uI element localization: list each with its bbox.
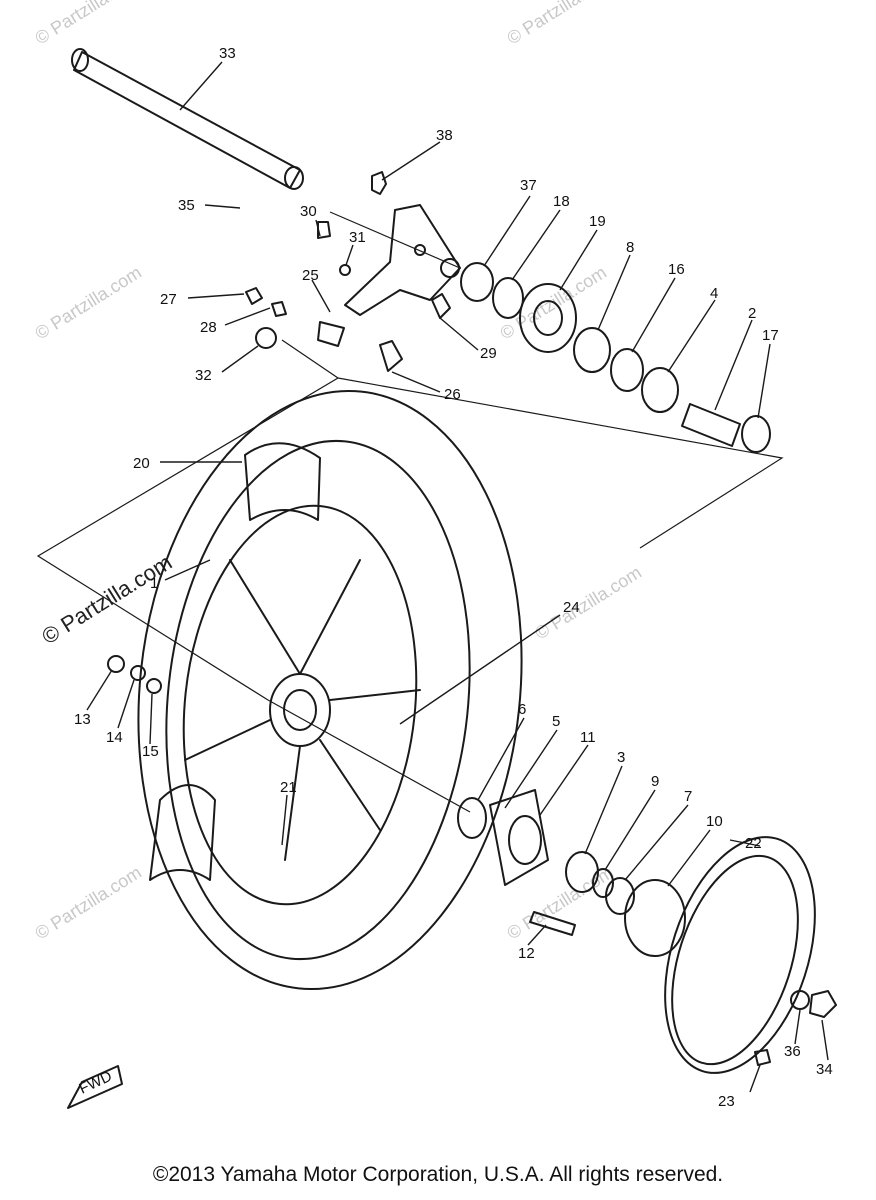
callout-19: 19 xyxy=(589,213,606,230)
axle xyxy=(71,48,304,190)
callout-34: 34 xyxy=(816,1061,833,1078)
copyright-footer: ©2013 Yamaha Motor Corporation, U.S.A. A… xyxy=(152,1163,724,1186)
bearing-stack-upper xyxy=(460,262,771,453)
callout-3: 3 xyxy=(617,749,625,766)
caliper-bracket xyxy=(245,171,461,372)
hub-nuts-left xyxy=(107,655,162,694)
callout-7: 7 xyxy=(684,788,692,805)
callout-9: 9 xyxy=(651,773,659,790)
fwd-arrow: FWD xyxy=(67,1065,123,1109)
callout-10: 10 xyxy=(706,813,723,830)
callout-22: 22 xyxy=(745,835,762,852)
callout-25: 25 xyxy=(302,267,319,284)
assembly-lines xyxy=(36,211,784,813)
callout-23: 23 xyxy=(718,1093,735,1110)
callout-26: 26 xyxy=(444,386,461,403)
callout-11: 11 xyxy=(580,729,596,746)
callout-33: 33 xyxy=(219,45,236,62)
watermarks: © Partzilla.com © Partzilla.com © Partzi… xyxy=(32,0,645,943)
callout-16: 16 xyxy=(668,261,685,278)
callout-2: 2 xyxy=(748,305,756,322)
callout-27: 27 xyxy=(160,291,177,308)
callout-35: 35 xyxy=(178,197,195,214)
callout-8: 8 xyxy=(626,239,634,256)
watermark: © Partzilla.com xyxy=(32,262,145,343)
callout-18: 18 xyxy=(553,193,570,210)
watermark: © Partzilla.com xyxy=(32,0,145,48)
callout-6: 6 xyxy=(518,701,526,718)
watermark: © Partzilla.com xyxy=(504,0,617,48)
callout-14: 14 xyxy=(106,729,123,746)
callout-4: 4 xyxy=(710,285,718,302)
callout-labels: 33 38 35 30 31 37 18 19 8 16 4 2 17 27 2… xyxy=(74,45,833,1110)
callout-12: 12 xyxy=(518,945,535,962)
callout-13: 13 xyxy=(74,711,91,728)
callout-24: 24 xyxy=(563,599,580,616)
callout-31: 31 xyxy=(349,229,366,246)
callout-21: 21 xyxy=(280,779,297,796)
watermark: © Partzilla.com xyxy=(532,562,645,643)
callout-37: 37 xyxy=(520,177,537,194)
callout-17: 17 xyxy=(762,327,779,344)
callout-29: 29 xyxy=(480,345,497,362)
callout-15: 15 xyxy=(142,743,159,760)
callout-20: 20 xyxy=(133,455,150,472)
callout-28: 28 xyxy=(200,319,217,336)
wheel xyxy=(137,389,523,991)
callout-1: 1 xyxy=(150,575,158,592)
watermark: © Partzilla.com xyxy=(32,862,145,943)
callout-38: 38 xyxy=(436,127,453,144)
callout-30: 30 xyxy=(300,203,317,220)
fwd-label: FWD xyxy=(77,1068,115,1098)
callout-36: 36 xyxy=(784,1043,801,1060)
parts-diagram: © Partzilla.com © Partzilla.com © Partzi… xyxy=(32,0,837,1110)
bearing-stack-lower xyxy=(457,789,837,1074)
leaders xyxy=(86,61,829,1093)
callout-32: 32 xyxy=(195,367,212,384)
callout-5: 5 xyxy=(552,713,560,730)
